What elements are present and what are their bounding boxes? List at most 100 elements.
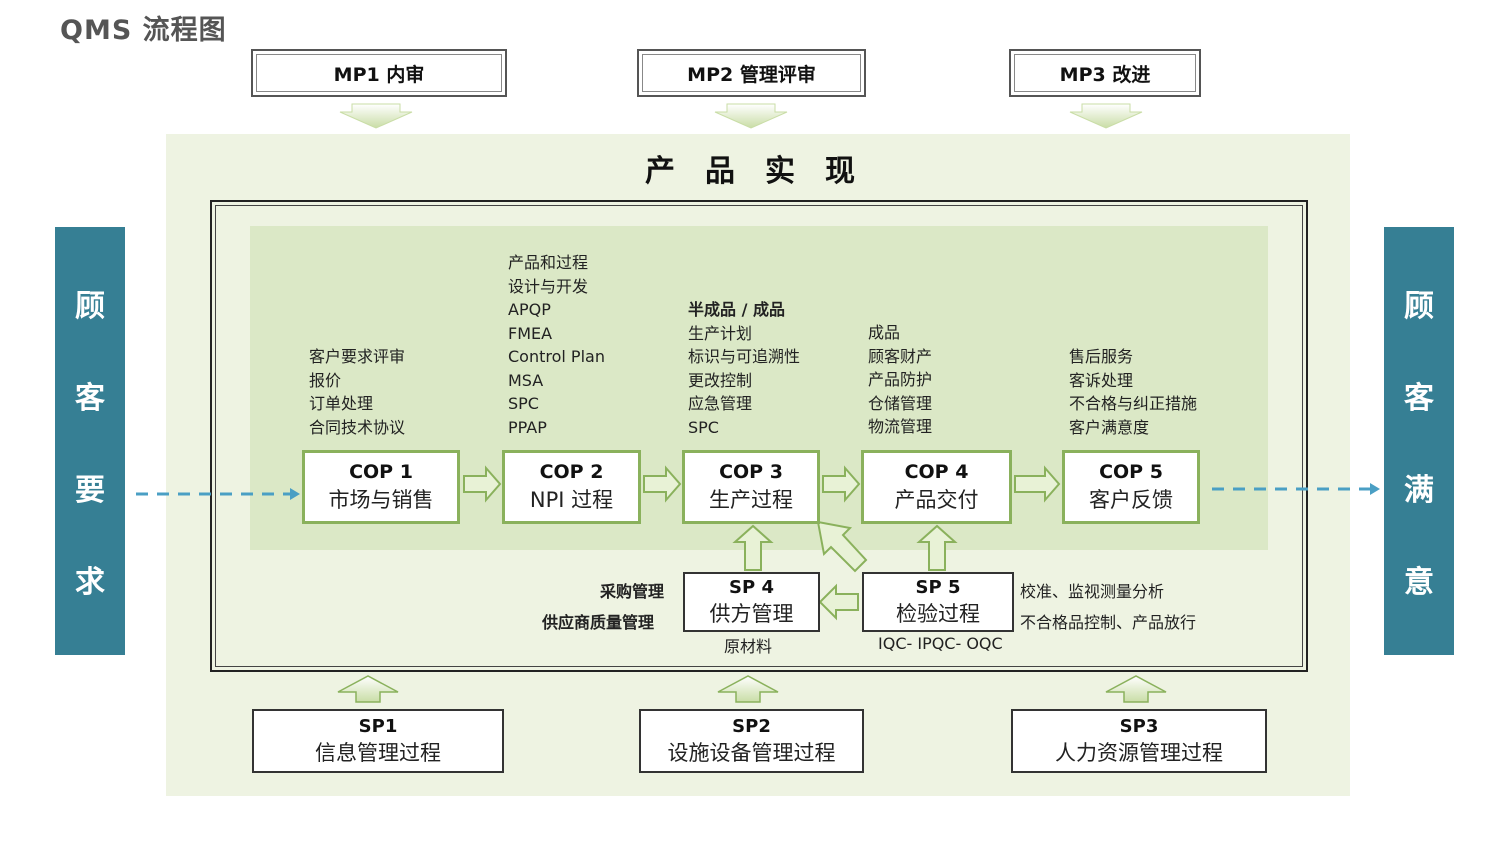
list-item: Control Plan bbox=[508, 347, 605, 366]
list-item: 客户满意度 bbox=[1069, 417, 1150, 437]
cop1-code: COP 1 bbox=[349, 461, 413, 483]
cop5-name: 客户反馈 bbox=[1089, 488, 1173, 512]
list-item: 报价 bbox=[309, 370, 342, 390]
list-item: FMEA bbox=[508, 323, 553, 343]
sp3-up-arrow bbox=[1105, 675, 1167, 703]
list-item: 合同技术协议 bbox=[309, 417, 406, 437]
list-item: 客户要求评审 bbox=[309, 347, 406, 366]
cop5-items: 售后服务 客诉处理 不合格与纠正措施 客户满意度 bbox=[1069, 345, 1197, 439]
cop3-box: COP 3 生产过程 bbox=[682, 450, 820, 524]
cop1-box: COP 1 市场与销售 bbox=[302, 450, 460, 524]
cop4-name: 产品交付 bbox=[894, 488, 979, 512]
cop3-items: 半成品 / 成品 生产计划 标识与可追溯性 更改控制 应急管理 SPC bbox=[688, 298, 800, 439]
sp4-box: SP 4 供方管理 bbox=[683, 572, 820, 632]
list-item: 应急管理 bbox=[688, 394, 753, 413]
mp3-down-arrow bbox=[1069, 103, 1143, 129]
list-item: 售后服务 bbox=[1069, 347, 1134, 366]
cop5-code: COP 5 bbox=[1099, 461, 1163, 483]
sp3-name: 人力资源管理过程 bbox=[1055, 741, 1223, 765]
cop4-items: 成品 顾客财产 产品防护 仓储管理 物流管理 bbox=[868, 321, 932, 439]
list-item: MSA bbox=[508, 370, 544, 390]
list-item: 客诉处理 bbox=[1069, 370, 1134, 390]
mp1-box: MP1 内审 bbox=[251, 49, 507, 97]
mp2-box: MP2 管理评审 bbox=[637, 49, 866, 97]
customer-requirement-bar: 顾 客 要 求 bbox=[55, 227, 125, 655]
customer-satisfaction-char: 顾 bbox=[1404, 289, 1434, 324]
customer-satisfaction-char: 满 bbox=[1404, 473, 1434, 508]
cop2-items: 产品和过程 设计与开发 APQP FMEA Control Plan MSA S… bbox=[508, 251, 605, 439]
customer-satisfaction-bar: 顾 客 满 意 bbox=[1384, 227, 1454, 655]
list-item: 产品和过程 bbox=[508, 253, 589, 272]
customer-input-arrowhead bbox=[290, 488, 300, 500]
sp5-below-label: IQC- IPQC- OQC bbox=[878, 634, 1003, 653]
cop2-box: COP 2 NPI 过程 bbox=[502, 450, 641, 524]
cop1-items: 客户要求评审 报价 订单处理 合同技术协议 bbox=[309, 345, 405, 439]
cop2-name: NPI 过程 bbox=[529, 488, 614, 512]
cop3-code: COP 3 bbox=[719, 461, 783, 483]
cop5-box: COP 5 客户反馈 bbox=[1062, 450, 1200, 524]
sp1-box: SP1 信息管理过程 bbox=[252, 709, 504, 773]
realization-title: 产品实现 bbox=[645, 154, 885, 189]
list-item: 不合格与纠正措施 bbox=[1069, 394, 1198, 413]
list-item: 标识与可追溯性 bbox=[688, 347, 801, 366]
sp2-code: SP2 bbox=[732, 716, 771, 737]
list-item: 订单处理 bbox=[309, 394, 374, 413]
cop4-to-cop5-arrow bbox=[1014, 465, 1061, 503]
sp3-box: SP3 人力资源管理过程 bbox=[1011, 709, 1267, 773]
mp2-down-arrow bbox=[714, 103, 788, 129]
mp2-label: MP2 管理评审 bbox=[687, 63, 816, 86]
cop1-to-cop2-arrow bbox=[463, 465, 502, 503]
sp4-code: SP 4 bbox=[729, 577, 774, 598]
customer-satisfaction-char: 意 bbox=[1404, 565, 1434, 600]
sp5-to-cop4-arrow bbox=[916, 524, 958, 571]
customer-requirement-char: 要 bbox=[75, 473, 105, 508]
customer-requirement-char: 客 bbox=[75, 381, 105, 416]
cop3-to-cop4-arrow bbox=[822, 465, 861, 503]
page-title: QMS 流程图 bbox=[60, 15, 227, 46]
sp3-code: SP3 bbox=[1119, 716, 1159, 737]
customer-output-arrowhead bbox=[1370, 483, 1380, 495]
list-item: 产品防护 bbox=[868, 370, 933, 389]
sp5-note-nonconforming: 不合格品控制、产品放行 bbox=[1020, 613, 1197, 632]
sp1-name: 信息管理过程 bbox=[315, 741, 441, 765]
cop2-code: COP 2 bbox=[539, 461, 604, 483]
sp5-code: SP 5 bbox=[915, 577, 961, 598]
sp2-box: SP2 设施设备管理过程 bbox=[639, 709, 864, 773]
sp4-below-label: 原材料 bbox=[724, 637, 773, 656]
cop4-code: COP 4 bbox=[904, 461, 969, 483]
sp5-name: 检验过程 bbox=[896, 602, 980, 626]
sp4-note-supplier-quality: 供应商质量管理 bbox=[542, 613, 655, 632]
list-item: 设计与开发 bbox=[508, 276, 589, 296]
sp4-name: 供方管理 bbox=[709, 602, 794, 626]
sp1-up-arrow bbox=[337, 675, 399, 703]
mp1-down-arrow bbox=[339, 103, 413, 129]
mp3-box: MP3 改进 bbox=[1009, 49, 1201, 97]
list-item: PPAP bbox=[508, 417, 547, 437]
list-item: 半成品 / 成品 bbox=[688, 300, 785, 319]
list-item: SPC bbox=[508, 394, 539, 413]
sp2-up-arrow bbox=[717, 675, 779, 703]
cop2-to-cop3-arrow bbox=[643, 465, 682, 503]
customer-requirement-char: 顾 bbox=[75, 289, 105, 324]
sp4-to-cop3-arrow bbox=[732, 524, 774, 571]
sp5-to-cop3-diagonal-arrow bbox=[816, 520, 868, 573]
list-item: 成品 bbox=[868, 323, 901, 342]
sp4-note-purchasing: 采购管理 bbox=[600, 582, 665, 601]
list-item: 仓储管理 bbox=[868, 393, 933, 413]
list-item: 顾客财产 bbox=[868, 346, 933, 366]
sp2-name: 设施设备管理过程 bbox=[667, 741, 836, 765]
list-item: 更改控制 bbox=[688, 370, 753, 390]
customer-requirement-char: 求 bbox=[75, 565, 105, 600]
cop4-box: COP 4 产品交付 bbox=[861, 450, 1012, 524]
sp5-box: SP 5 检验过程 bbox=[862, 572, 1014, 632]
sp1-code: SP1 bbox=[358, 716, 398, 737]
list-item: 物流管理 bbox=[868, 417, 933, 436]
list-item: APQP bbox=[508, 300, 551, 319]
sp5-to-sp4-arrow bbox=[818, 583, 859, 621]
mp1-label: MP1 内审 bbox=[333, 63, 425, 86]
customer-satisfaction-char: 客 bbox=[1404, 381, 1434, 416]
list-item: SPC bbox=[688, 417, 719, 437]
sp5-note-calibration: 校准、监视测量分析 bbox=[1020, 582, 1165, 601]
list-item: 生产计划 bbox=[688, 323, 753, 343]
